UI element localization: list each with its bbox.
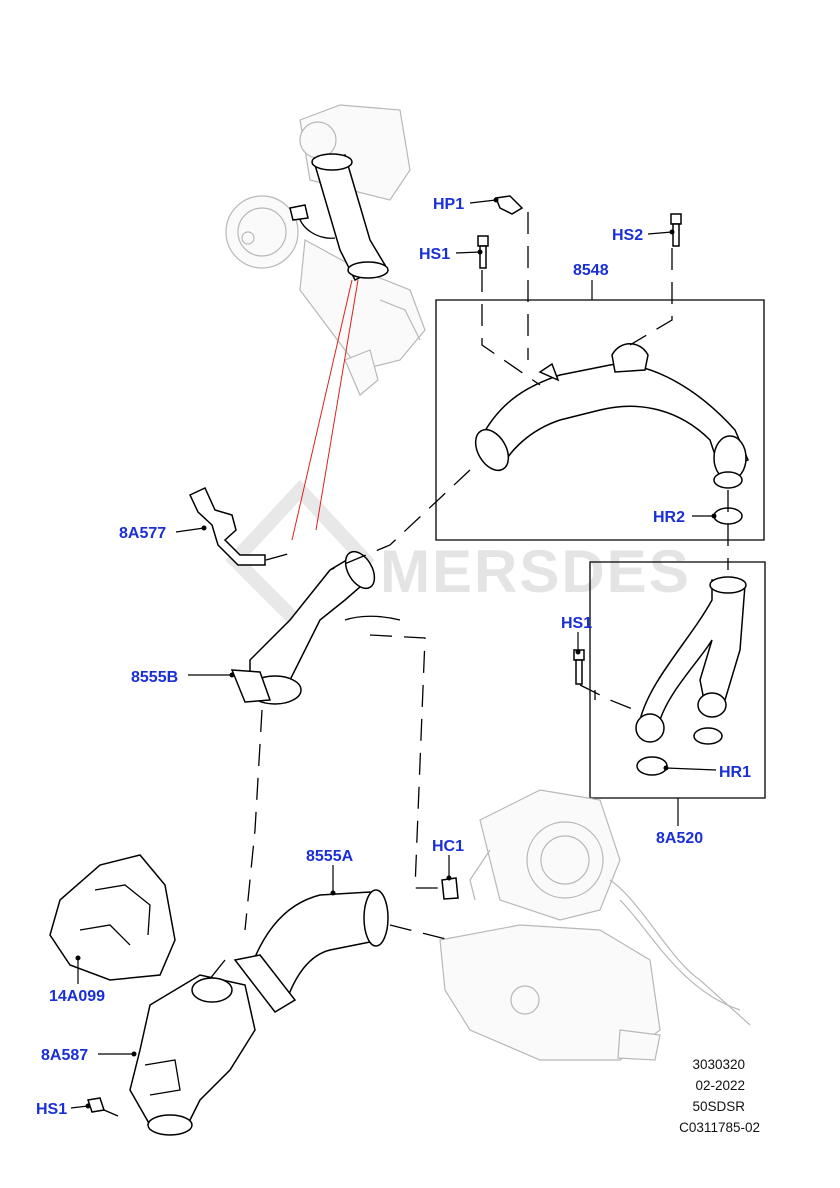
label-hs1[interactable]: HS1 — [36, 1101, 67, 1118]
hose-8555b — [230, 550, 401, 705]
hose-8555a — [233, 889, 389, 1013]
label-hc1[interactable]: HC1 — [432, 838, 464, 855]
watermark-text: MERSDES — [380, 538, 691, 605]
frame-8548 — [435, 299, 765, 541]
label-14a099[interactable]: 14A099 — [49, 988, 105, 1005]
label-8548[interactable]: 8548 — [573, 262, 609, 279]
ref-line: 3030320 — [692, 1057, 745, 1072]
label-hr1[interactable]: HR1 — [719, 764, 751, 781]
label-hs2[interactable]: HS2 — [612, 227, 643, 244]
pipe-8548 — [474, 343, 750, 489]
pipe-8a520 — [635, 576, 747, 743]
hs1-bolt-bottom — [87, 1097, 105, 1113]
hc1-clip — [441, 877, 459, 900]
hs2-bolt — [670, 213, 682, 247]
hr1-o-ring-right — [693, 727, 723, 745]
label-8a520[interactable]: 8A520 — [656, 830, 703, 847]
leader-lines — [70, 197, 717, 1109]
ref-line: C0311785-02 — [679, 1120, 760, 1135]
label-8555a[interactable]: 8555A — [306, 848, 354, 865]
alignment-line — [315, 279, 359, 531]
ref-line: 02-2022 — [695, 1078, 745, 1093]
assembly-lines — [103, 212, 729, 1117]
frame-8a520 — [589, 561, 766, 799]
label-8555b[interactable]: 8555B — [131, 669, 178, 686]
hr1-o-ring-left — [636, 756, 668, 776]
label-hr2[interactable]: HR2 — [653, 509, 685, 526]
cover-14a099 — [49, 854, 176, 981]
upper-pipe-assembly — [289, 153, 389, 282]
engine-context-bottom — [439, 789, 751, 1061]
alignment-line — [291, 279, 353, 541]
label-8a587[interactable]: 8A587 — [41, 1047, 88, 1064]
pipe-8a577 — [189, 487, 266, 566]
ref-line: 50SDSR — [692, 1099, 745, 1114]
label-hs1[interactable]: HS1 — [561, 615, 592, 632]
label-hp1[interactable]: HP1 — [433, 196, 464, 213]
part-labels: HP1 HS2 HS1 8548 8A577 HR2 HS1 8555B HR1… — [36, 196, 751, 1118]
engine-context-top — [225, 104, 426, 396]
hs1-bolt-top — [477, 235, 489, 269]
label-8a577[interactable]: 8A577 — [119, 525, 166, 542]
hp1-clip — [494, 195, 524, 215]
housing-8a587 — [129, 974, 256, 1136]
label-hs1[interactable]: HS1 — [419, 246, 450, 263]
hs1-bolt-mid — [573, 649, 585, 685]
reference-block: 3030320 02-2022 50SDSR C0311785-02 — [679, 1057, 760, 1135]
